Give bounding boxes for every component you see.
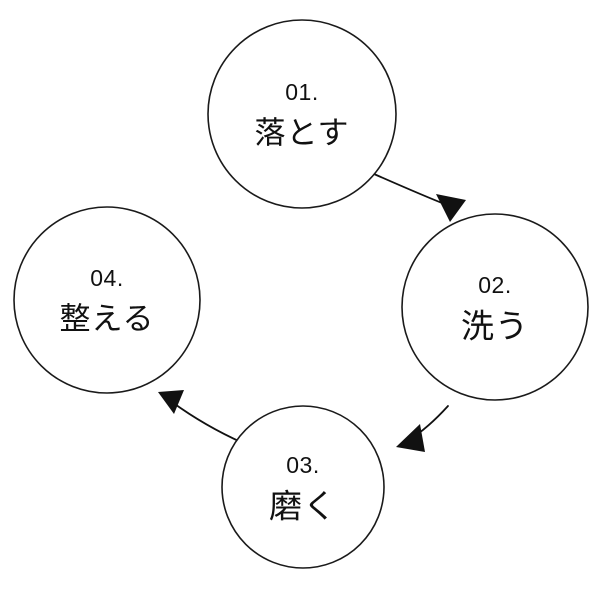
node-step-02-number: 02. bbox=[478, 272, 511, 298]
node-step-03-number: 03. bbox=[286, 452, 319, 478]
node-step-01-circle[interactable] bbox=[207, 19, 397, 209]
arrow-02-to-03-head bbox=[396, 424, 425, 452]
node-step-03-label: 磨く bbox=[269, 487, 337, 526]
node-step-04-circle[interactable] bbox=[13, 206, 201, 394]
node-step-04-label: 整える bbox=[59, 302, 154, 338]
node-step-02-circle[interactable] bbox=[401, 213, 589, 401]
node-step-01-label: 落とす bbox=[254, 116, 349, 152]
arrow-01-to-02-head bbox=[436, 194, 466, 222]
arrow-03-to-04-head bbox=[158, 390, 184, 414]
node-step-04-number: 04. bbox=[90, 265, 123, 291]
arrow-01-to-02-line bbox=[373, 173, 448, 206]
node-step-03-circle[interactable] bbox=[221, 405, 385, 569]
arrow-03-to-04-line bbox=[171, 401, 244, 444]
node-step-04[interactable]: 04. 整える bbox=[13, 206, 201, 394]
node-step-03[interactable]: 03. 磨く bbox=[221, 405, 385, 569]
arrow-01-to-02 bbox=[373, 173, 466, 222]
arrow-02-to-03 bbox=[396, 405, 449, 452]
node-step-02-label: 洗う bbox=[461, 307, 529, 346]
node-step-01-number: 01. bbox=[285, 79, 318, 105]
node-step-01[interactable]: 01. 落とす bbox=[207, 19, 397, 209]
arrow-03-to-04 bbox=[158, 390, 244, 444]
node-step-02[interactable]: 02. 洗う bbox=[401, 213, 589, 401]
